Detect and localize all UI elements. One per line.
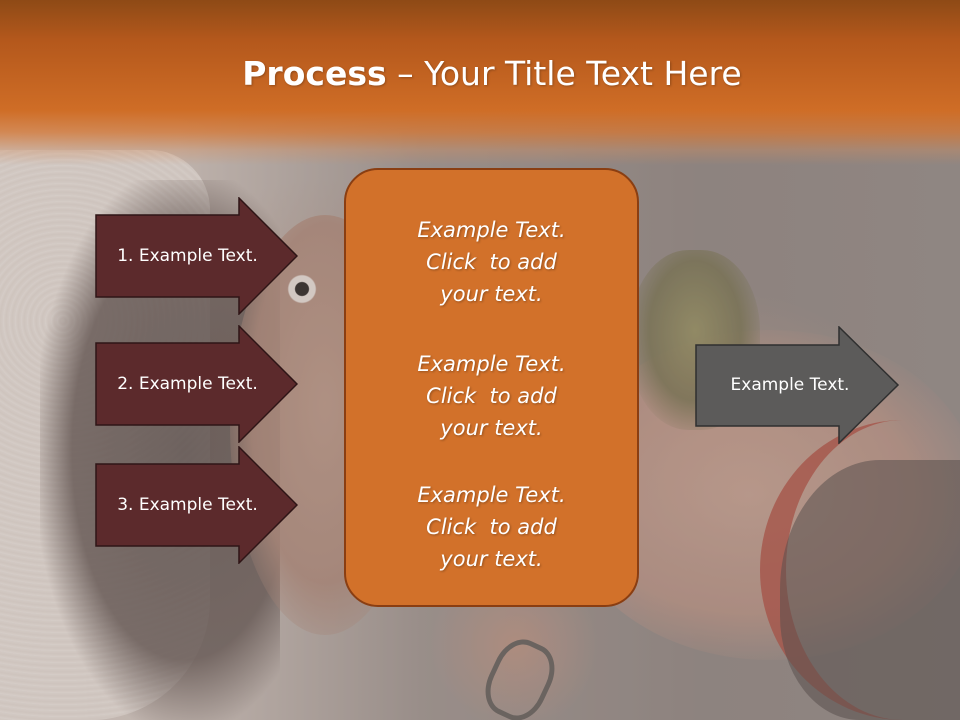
arrow-shape — [695, 326, 900, 444]
arrow-shape — [95, 197, 298, 315]
step-arrow-3-label: 3. Example Text. — [117, 495, 258, 515]
title-bar — [0, 0, 960, 165]
center-line: Click to add — [426, 515, 557, 539]
center-line: Click to add — [426, 250, 557, 274]
step-arrow-3[interactable]: 3. Example Text. — [95, 446, 298, 564]
arrow-shape — [95, 446, 298, 564]
step-arrow-1[interactable]: 1. Example Text. — [95, 197, 298, 315]
center-text-block-3: Example Text. Click to add your text. — [346, 479, 637, 575]
center-text-block-2: Example Text. Click to add your text. — [346, 348, 637, 444]
center-line: Click to add — [426, 384, 557, 408]
center-line: Example Text. — [417, 218, 566, 242]
title-bold: Process — [242, 54, 387, 93]
center-line: your text. — [440, 282, 543, 306]
arrow-shape — [95, 325, 298, 443]
result-arrow-label: Example Text. — [730, 375, 850, 395]
slide-title[interactable]: Process – Your Title Text Here — [0, 54, 960, 93]
center-line: Example Text. — [417, 352, 566, 376]
result-arrow[interactable]: Example Text. — [695, 326, 900, 444]
eye-shape — [286, 274, 318, 304]
title-rest: – Your Title Text Here — [386, 54, 742, 93]
step-arrow-2[interactable]: 2. Example Text. — [95, 325, 298, 443]
step-arrow-2-label: 2. Example Text. — [117, 374, 258, 394]
shirt-shape — [780, 460, 960, 720]
center-line: Example Text. — [417, 483, 566, 507]
center-line: your text. — [440, 547, 543, 571]
step-arrow-1-label: 1. Example Text. — [117, 246, 258, 266]
center-text-block-1: Example Text. Click to add your text. — [346, 214, 637, 310]
center-line: your text. — [440, 416, 543, 440]
center-text-box[interactable]: Example Text. Click to add your text. Ex… — [344, 168, 639, 607]
